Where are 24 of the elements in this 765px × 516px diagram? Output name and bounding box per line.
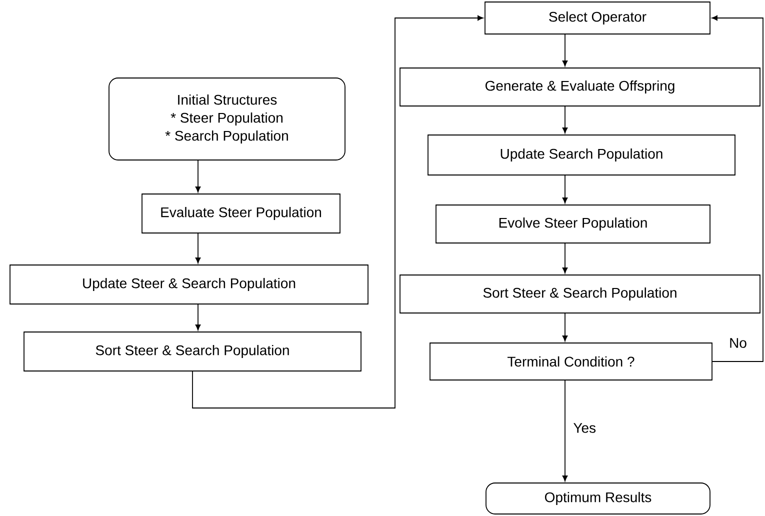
arrow bbox=[195, 160, 201, 192]
terminal-box: Optimum Results bbox=[486, 482, 710, 514]
arrow bbox=[195, 233, 201, 264]
process-box: Evolve Steer Population bbox=[436, 204, 710, 244]
process-box: Select Operator bbox=[484, 2, 710, 34]
process-box: Terminal Condition ? bbox=[430, 342, 712, 380]
terminal-box: Initial Structures * Steer Population * Search Population bbox=[108, 78, 346, 160]
edge-label: Yes bbox=[572, 422, 598, 434]
process-box: Update Steer & Search Population bbox=[10, 264, 368, 304]
edge-label: No bbox=[728, 337, 748, 349]
arrow bbox=[562, 380, 568, 482]
arrow bbox=[562, 243, 568, 274]
arrow bbox=[192, 15, 484, 408]
arrow bbox=[195, 304, 201, 330]
arrow bbox=[562, 313, 568, 342]
process-box: Update Search Population bbox=[428, 134, 736, 176]
arrow bbox=[562, 175, 568, 204]
process-box: Sort Steer & Search Population bbox=[24, 332, 362, 372]
arrow bbox=[712, 15, 764, 362]
process-box: Sort Steer & Search Population bbox=[400, 274, 760, 314]
process-box: Evaluate Steer Population bbox=[142, 194, 340, 234]
arrow bbox=[562, 106, 568, 134]
process-box: Generate & Evaluate Offspring bbox=[400, 68, 760, 106]
arrow bbox=[562, 34, 568, 66]
